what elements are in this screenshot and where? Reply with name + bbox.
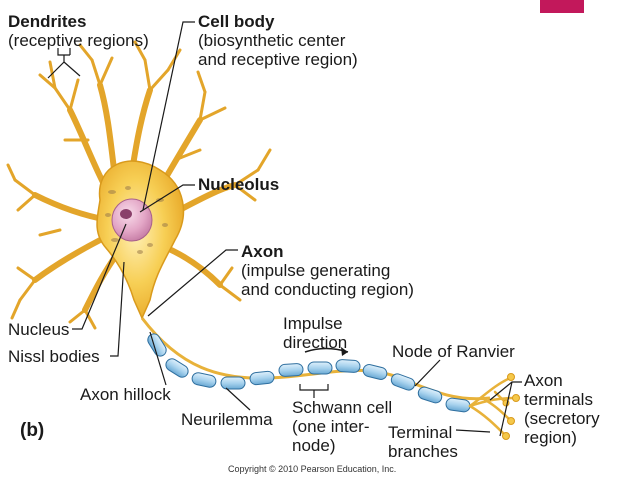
nucleus (111, 198, 153, 242)
neurilemma-label: Neurilemma (181, 410, 273, 429)
axon-terminals-label: Axon terminals (secretory region) (524, 371, 600, 447)
leader-lines (47, 21, 522, 437)
schwann-cell (278, 363, 304, 377)
schwann-cell-label: Schwann cell (one inter- node) (292, 398, 393, 455)
nucleolus-label: Nucleolus (198, 175, 280, 194)
axon-label: Axon (impulse generating and conducting … (241, 242, 414, 299)
schwann-cell (249, 370, 275, 386)
terminal-branches (468, 376, 517, 437)
nissl-bodies-label: Nissl bodies (8, 347, 100, 366)
impulse-direction-label: Impulse direction (283, 314, 348, 352)
axon-hillock-label: Axon hillock (80, 385, 171, 404)
cell-body-label: Cell body (biosynthetic center and recep… (198, 12, 358, 69)
schwann-cell (307, 361, 333, 375)
dendrites (6, 40, 272, 330)
schwann-cell (362, 364, 388, 380)
nucleolus (120, 209, 132, 219)
copyright-notice: Copyright © 2010 Pearson Education, Inc. (228, 464, 397, 474)
nucleus-label: Nucleus (8, 320, 70, 339)
schwann-cell (335, 359, 361, 373)
axon-terminal-knobs (502, 373, 520, 440)
schwann-cell (417, 386, 443, 404)
terminal-branches-label: Terminal branches (388, 423, 458, 461)
panel-letter: (b) (20, 420, 45, 441)
node-of-ranvier-label: Node of Ranvier (392, 342, 515, 361)
corner-tab (540, 0, 584, 13)
schwann-cell (220, 376, 246, 390)
dendrites-label: Dendrites (receptive regions) (8, 12, 149, 50)
myelin-sheath (147, 333, 471, 413)
schwann-cell (191, 372, 217, 388)
schwann-cell (390, 373, 416, 391)
schwann-cell (165, 358, 189, 378)
